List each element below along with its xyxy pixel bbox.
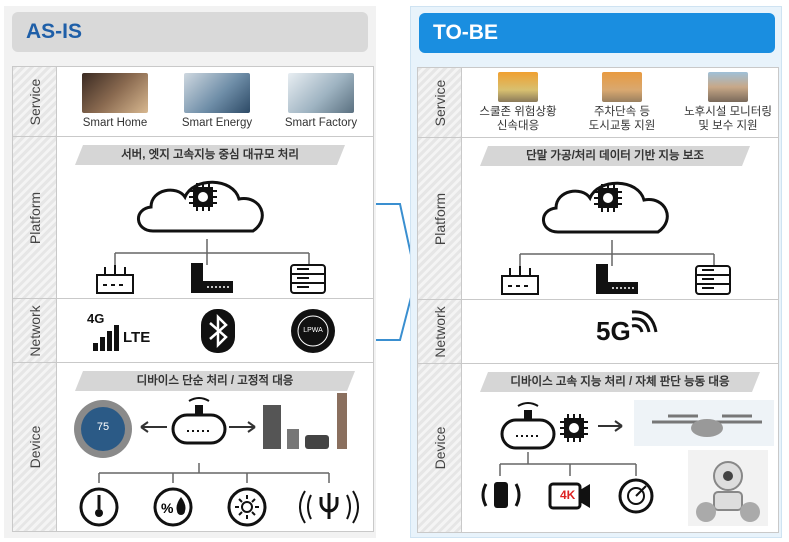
camera-device-icon	[263, 405, 281, 449]
device-banner: 디바이스 단순 처리 / 고정적 대응	[75, 371, 355, 391]
thermostat-icon	[74, 400, 132, 458]
humidity-icon: %	[153, 487, 193, 527]
school-zone-photo	[498, 72, 538, 102]
hub-diagram	[140, 393, 347, 449]
radar-icon	[618, 478, 654, 514]
row-label-device: Device	[13, 363, 57, 531]
service-row: 스쿨존 위험상황 신속대응 주차단속 등 도시교통 지원 노후시설 모니터링 및…	[462, 68, 778, 138]
rack-server-icon	[695, 265, 731, 295]
antenna-icon	[299, 490, 359, 524]
row-label-network: Network	[13, 299, 57, 363]
server-icon	[596, 264, 638, 294]
as-is-panel: AS-IS Service Platform Network Device Sm…	[4, 6, 376, 538]
platform-row: 서버, 엣지 고속지능 중심 대규모 처리	[57, 137, 373, 299]
as-is-grid: Service Platform Network Device Smart Ho…	[12, 66, 374, 532]
row-label-device: Device	[418, 364, 462, 532]
arrow-right-icon	[598, 420, 623, 432]
row-label-platform: Platform	[13, 137, 57, 299]
robot-cleaner-icon	[305, 435, 329, 449]
lte-gen-label: 4G	[87, 311, 105, 326]
smart-device-diagram	[481, 400, 774, 526]
purifier-icon	[337, 393, 347, 449]
platform-diagram	[501, 181, 731, 295]
platform-banner: 단말 가공/처리 데이터 기반 지능 보조	[480, 146, 750, 166]
service-smart-home: Smart Home	[67, 73, 163, 130]
server-icon	[191, 263, 233, 293]
lpwa-icon	[291, 309, 335, 353]
5g-signal-icon	[631, 310, 658, 333]
smart-energy-photo	[184, 73, 250, 113]
speaker-icon	[287, 429, 299, 449]
thermostat-value: 75	[96, 421, 110, 433]
service-facility: 노후시설 모니터링 및 보수 지원	[676, 72, 780, 133]
thermometer-icon	[79, 487, 119, 527]
lte-label: LTE	[123, 329, 151, 346]
hub-device-icon	[171, 397, 227, 445]
chip-icon	[594, 184, 622, 212]
sensor-icons: %	[79, 487, 359, 527]
as-is-title: AS-IS	[12, 12, 368, 52]
row-label-platform: Platform	[418, 138, 462, 300]
signal-bars-icon	[93, 325, 119, 351]
platform-diagram	[96, 180, 326, 294]
network-row: 5G	[462, 300, 778, 364]
row-label-network: Network	[418, 300, 462, 364]
router-icon	[501, 266, 539, 295]
rack-server-icon	[290, 264, 326, 294]
router-icon	[96, 265, 134, 294]
parking-photo	[602, 72, 642, 102]
building-photo	[708, 72, 748, 102]
5g-label: 5G	[596, 316, 631, 346]
to-be-panel: TO-BE Service Platform Network Device 스쿨…	[410, 6, 782, 538]
service-parking: 주차단속 등 도시교통 지원	[572, 72, 672, 133]
to-be-title: TO-BE	[419, 13, 775, 53]
bluetooth-icon	[201, 309, 235, 353]
device-banner: 디바이스 고속 지능 처리 / 자체 판단 능동 대응	[480, 372, 760, 392]
platform-banner: 서버, 엣지 고속지능 중심 대규모 처리	[75, 145, 345, 165]
platform-row: 단말 가공/처리 데이터 기반 지능 보조	[462, 138, 778, 300]
to-be-grid: Service Platform Network Device 스쿨존 위험상황…	[417, 67, 779, 533]
camera-4k-label: 4K	[560, 488, 576, 502]
network-row: 4G LTE LPWA	[57, 299, 373, 363]
chip-icon	[560, 414, 588, 442]
alarm-light-icon	[481, 482, 521, 508]
row-label-service: Service	[13, 67, 57, 137]
sensor-links	[98, 463, 330, 483]
arrow-right-icon	[229, 421, 256, 433]
camera-4k-icon	[548, 482, 590, 510]
drone-icon	[634, 400, 774, 446]
row-label-service: Service	[418, 68, 462, 138]
service-school-zone: 스쿨존 위험상황 신속대응	[466, 72, 570, 133]
smart-home-photo	[82, 73, 148, 113]
lpwa-label: LPWA	[303, 327, 323, 334]
smart-factory-photo	[288, 73, 354, 113]
service-smart-energy: Smart Energy	[169, 73, 265, 130]
device-row: 디바이스 고속 지능 처리 / 자체 판단 능동 대응	[462, 364, 778, 532]
svg-text:%: %	[161, 500, 174, 516]
chip-icon	[189, 183, 217, 211]
light-sensor-icon	[227, 487, 267, 527]
arrow-left-icon	[140, 421, 167, 433]
hub-device-icon	[500, 402, 556, 450]
robot-icon	[688, 450, 768, 526]
device-row: 디바이스 단순 처리 / 고정적 대응 75	[57, 363, 373, 531]
service-row: Smart Home Smart Energy Smart Factory	[57, 67, 373, 137]
service-smart-factory: Smart Factory	[271, 73, 371, 130]
